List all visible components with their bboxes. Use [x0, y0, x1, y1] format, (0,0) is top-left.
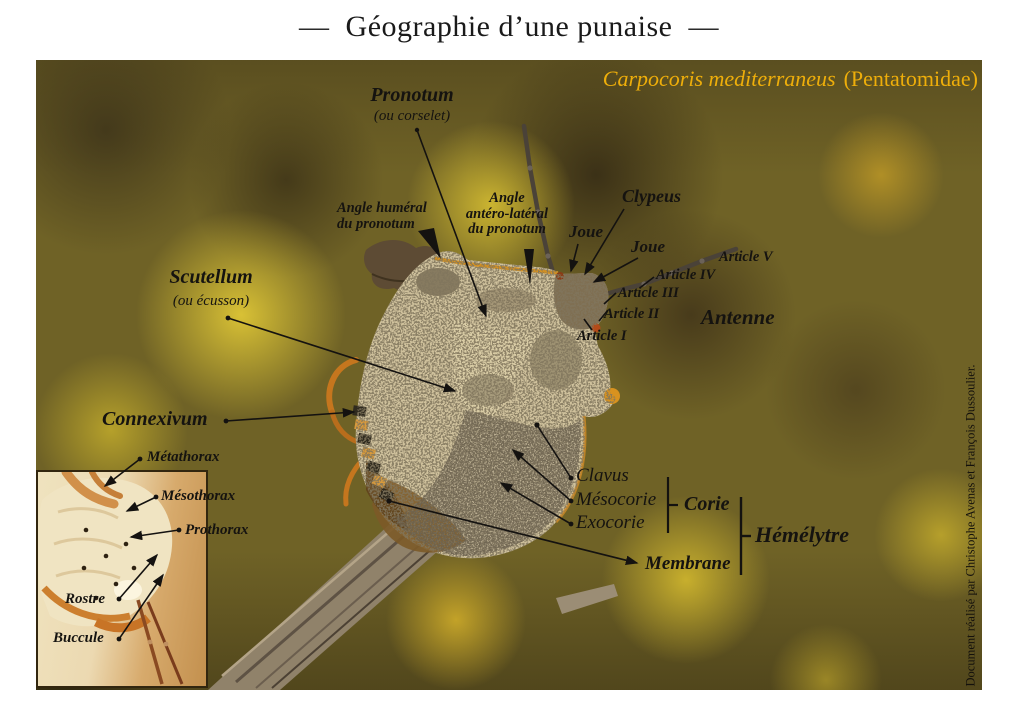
label-article-v: Article V — [719, 249, 773, 265]
label-buccule: Buccule — [53, 630, 104, 646]
label-angle-anterolateral: Angle antéro-latéral du pronotum — [465, 190, 549, 238]
twig-stub — [556, 584, 618, 614]
label-mesothorax: Mésothorax — [161, 488, 236, 504]
antenna-right — [589, 246, 739, 301]
label-joue-right: Joue — [631, 237, 665, 256]
label-article-ii: Article II — [604, 306, 660, 322]
label-pronotum: Pronotum — [370, 84, 454, 106]
bug-leg — [326, 357, 359, 415]
label-article-i: Article I — [577, 328, 627, 344]
label-article-iv: Article IV — [656, 267, 716, 283]
credit-text: Document réalisé par Christophe Avenas e… — [963, 364, 978, 687]
species-caption: Carpocoris mediterraneus (Pentatomidae) — [603, 66, 978, 92]
label-clavus: Clavus — [576, 465, 629, 486]
label-scutellum: Scutellum — [169, 266, 253, 288]
title-dash-right: — — [688, 10, 719, 43]
species-name: Carpocoris mediterraneus — [602, 66, 836, 91]
label-connexivum: Connexivum — [102, 408, 208, 430]
page-title: — Géographie d’une punaise — — [0, 10, 1018, 44]
label-rostre: Rostre — [65, 591, 106, 607]
label-exocorie: Exocorie — [576, 512, 645, 533]
label-antenne: Antenne — [701, 305, 775, 329]
label-scutellum-sub: (ou écusson) — [172, 293, 250, 309]
label-angle-humeral: Angle huméral du pronotum — [337, 200, 427, 232]
label-mesocorie: Mésocorie — [576, 489, 657, 510]
label-article-iii: Article III — [618, 285, 679, 301]
title-dash-left: — — [299, 10, 330, 43]
title-text: Géographie d’une punaise — [345, 10, 673, 43]
label-hemelytre: Hémélytre — [755, 522, 850, 547]
label-clypeus: Clypeus — [622, 186, 682, 206]
label-prothorax: Prothorax — [185, 522, 249, 538]
family-name: (Pentatomidae) — [843, 66, 978, 91]
label-metathorax: Métathorax — [147, 449, 220, 465]
label-corie: Corie — [684, 493, 730, 515]
label-joue-left: Joue — [569, 222, 603, 241]
label-pronotum-sub: (ou corselet) — [373, 108, 451, 124]
bug-photograph — [36, 60, 982, 690]
label-membrane: Membrane — [645, 553, 731, 574]
